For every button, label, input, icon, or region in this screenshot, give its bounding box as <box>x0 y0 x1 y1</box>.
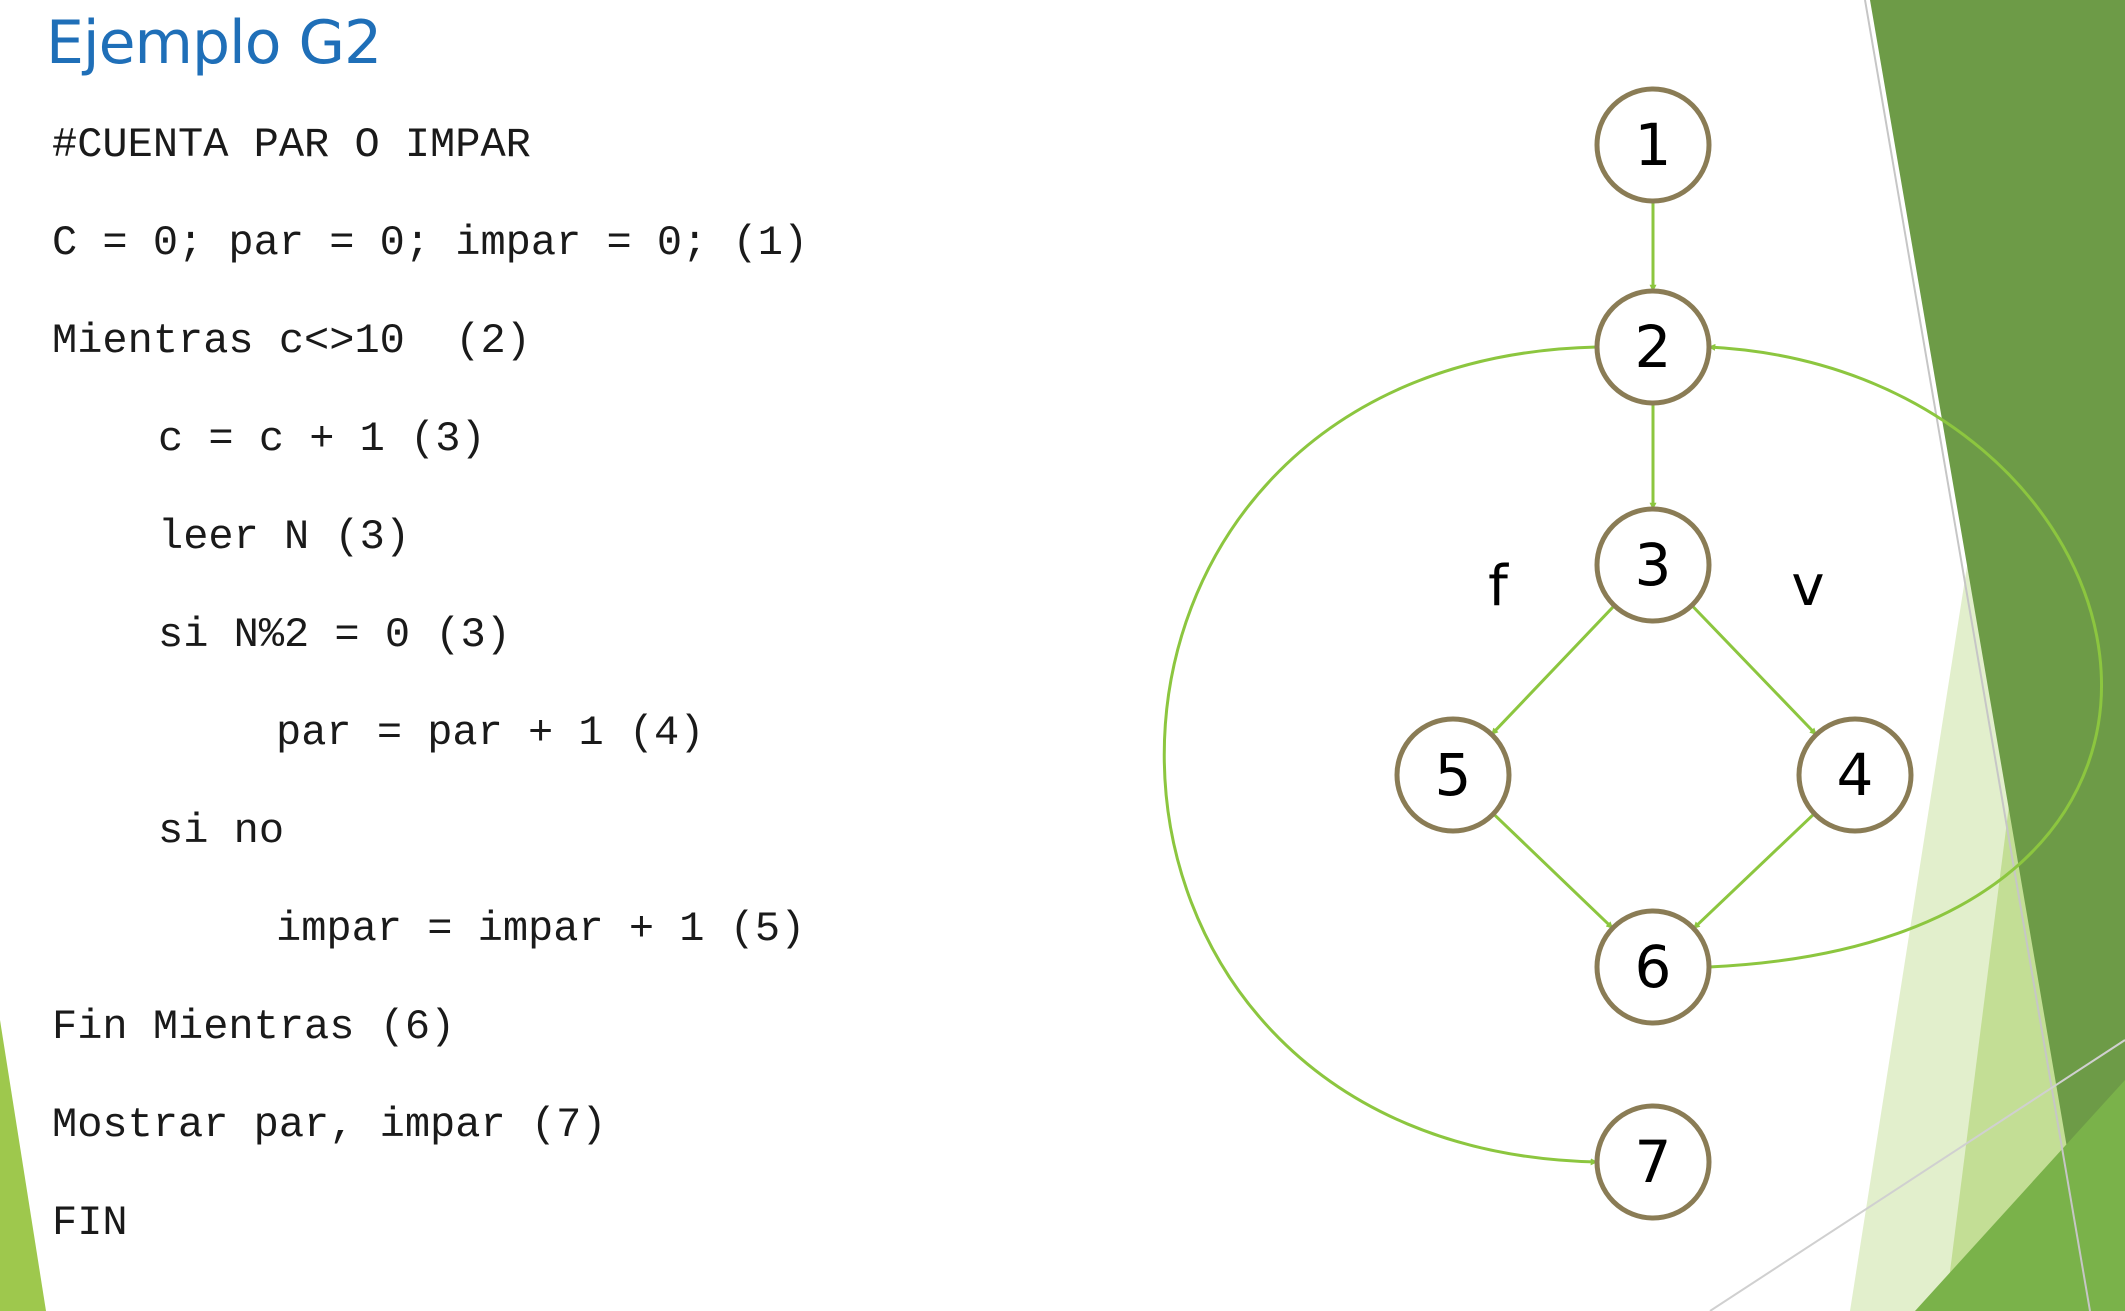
graph-node-circle <box>1594 288 1712 406</box>
code-line: C = 0; par = 0; impar = 0; (1) <box>52 219 809 267</box>
graph-node-circle <box>1594 1103 1712 1221</box>
graph-node-label: 7 <box>1635 1128 1672 1196</box>
graph-node-circle <box>1594 86 1712 204</box>
edge-3-to-4 <box>1690 604 1818 736</box>
graph-node-label: 6 <box>1635 933 1672 1001</box>
code-line: Fin Mientras (6) <box>52 1003 456 1051</box>
graph-node-label: 2 <box>1635 313 1672 381</box>
code-line: Mientras c<>10 (2) <box>52 317 531 365</box>
code-line: Mostrar par, impar (7) <box>52 1101 607 1149</box>
edge-2-to-7 <box>1162 345 1598 1166</box>
graph-node-7: 7 <box>1594 1103 1712 1221</box>
graph-node-circle <box>1394 716 1512 834</box>
graph-node-6: 6 <box>1594 908 1712 1026</box>
code-line: si no <box>158 807 285 855</box>
code-line: leer N (3) <box>158 513 411 561</box>
graph-node-label: 5 <box>1435 741 1472 809</box>
graph-node-4: 4 <box>1796 716 1914 834</box>
edge-4-to-6 <box>1692 812 1816 930</box>
code-line: FIN <box>52 1199 128 1247</box>
graph-node-label: 4 <box>1837 741 1874 809</box>
decor-right-dark-band <box>1870 0 2125 1311</box>
decor-bottom-thin-line <box>1709 1039 2125 1311</box>
edge-5-to-6 <box>1492 812 1614 930</box>
slide-title: Ejemplo G2 <box>46 8 382 78</box>
code-line: par = par + 1 (4) <box>276 709 705 757</box>
graph-node-circle <box>1594 908 1712 1026</box>
code-line: si N%2 = 0 (3) <box>158 611 511 659</box>
graph-nodes: 1 2 3 4 5 6 7 <box>1394 86 1914 1221</box>
edge-6-to-2 <box>1708 343 2103 969</box>
graph-edges <box>1162 201 2103 1166</box>
graph-node-circle <box>1796 716 1914 834</box>
code-line: #CUENTA PAR O IMPAR <box>52 121 531 169</box>
code-line: impar = impar + 1 (5) <box>276 905 806 953</box>
decor-left-green-sliver <box>0 1020 46 1311</box>
edge-3-to-5 <box>1490 604 1616 736</box>
graph-node-3: 3 <box>1594 506 1712 624</box>
graph-node-label: 3 <box>1635 531 1672 599</box>
decor-thin-diagonal-line <box>1864 0 2091 1311</box>
graph-node-2: 2 <box>1594 288 1712 406</box>
graph-node-circle <box>1594 506 1712 624</box>
graph-node-label: 1 <box>1635 111 1672 179</box>
decor-bottom-green-triangle <box>1915 1080 2125 1311</box>
edge-label-v: v <box>1791 554 1824 619</box>
graph-node-5: 5 <box>1394 716 1512 834</box>
edge-label-f: f <box>1488 554 1509 619</box>
code-line: c = c + 1 (3) <box>158 415 486 463</box>
graph-node-1: 1 <box>1594 86 1712 204</box>
